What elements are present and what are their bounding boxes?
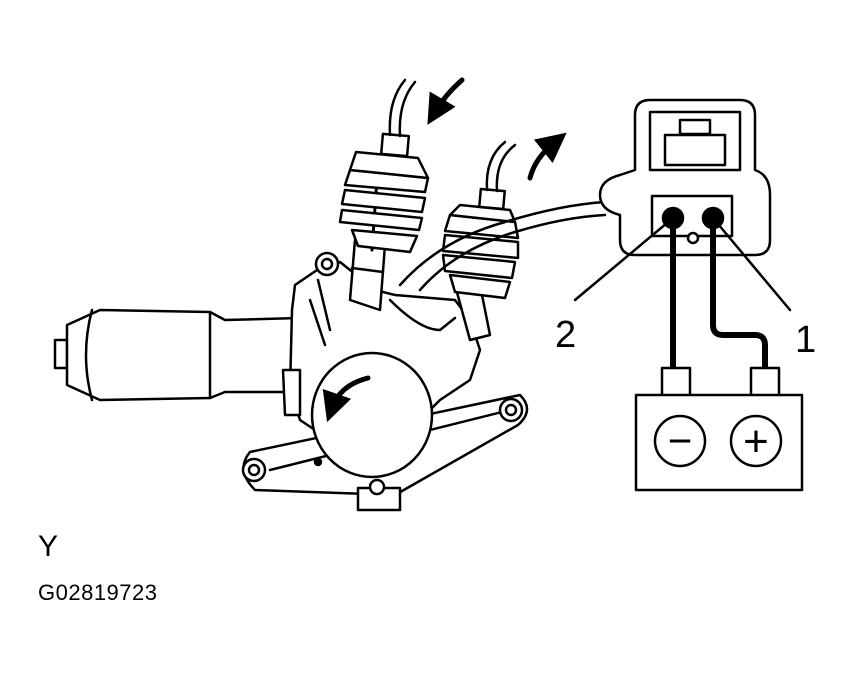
cable-left-arrow-icon xyxy=(427,77,465,125)
view-letter: Y xyxy=(38,530,59,563)
positive-lead xyxy=(710,215,768,373)
cable-left xyxy=(338,78,430,312)
figure-code: G02819723 xyxy=(38,580,158,605)
callout-label-2: 2 xyxy=(555,314,576,356)
battery-negative-symbol: − xyxy=(668,417,693,464)
cable-right xyxy=(441,140,520,342)
callout-label-1: 1 xyxy=(795,319,816,361)
battery-icon xyxy=(634,366,804,492)
motor xyxy=(53,308,302,402)
callout-leader-1 xyxy=(711,216,792,312)
connector xyxy=(598,98,772,257)
battery-positive-symbol: + xyxy=(743,417,769,466)
cable-right-arrow-icon xyxy=(527,132,567,181)
callout-leader-2 xyxy=(573,216,675,302)
rotation-arrow-icon xyxy=(322,375,371,423)
cable-drum xyxy=(310,351,434,479)
